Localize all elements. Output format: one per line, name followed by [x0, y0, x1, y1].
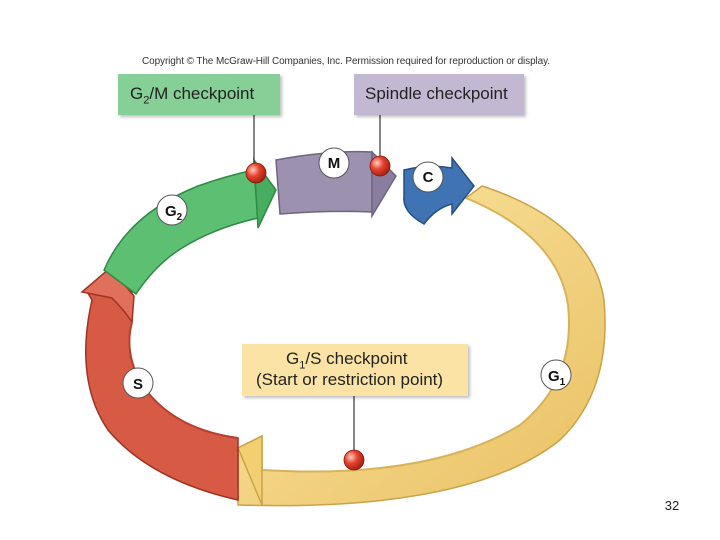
- g1s-checkpoint-label: G1/S checkpoint: [286, 349, 408, 372]
- svg-text:G2: G2: [165, 203, 183, 223]
- spindle-checkpoint-dot: [369, 155, 391, 177]
- phase-label-g2: G2: [156, 194, 188, 226]
- phase-label-c: C: [412, 161, 444, 193]
- copyright-notice: Copyright © The McGraw-Hill Companies, I…: [142, 56, 550, 67]
- g1s-checkpoint-dot: [343, 449, 365, 471]
- g2m-checkpoint-label: G2/M checkpoint: [130, 84, 255, 107]
- svg-text:M: M: [328, 155, 341, 172]
- page-number: 32: [664, 498, 680, 513]
- svg-text:G1: G1: [548, 368, 566, 388]
- phase-label-m: M: [318, 147, 350, 179]
- g2m-checkpoint-dot: [245, 162, 267, 184]
- g2m-checkpoint-box: G2/M checkpoint: [118, 74, 280, 115]
- spindle-checkpoint-box: Spindle checkpoint: [354, 74, 524, 115]
- s-phase-arrow: [80, 266, 239, 501]
- svg-text:C: C: [423, 169, 434, 186]
- g1-phase-arrow: [237, 185, 606, 507]
- phase-label-s: S: [122, 367, 154, 399]
- spindle-checkpoint-label: Spindle checkpoint: [365, 84, 508, 103]
- g1s-checkpoint-sublabel: (Start or restriction point): [256, 370, 444, 389]
- phase-label-g1: G1: [540, 359, 572, 391]
- svg-text:S: S: [133, 376, 143, 393]
- g1s-checkpoint-box: G1/S checkpoint (Start or restriction po…: [242, 344, 468, 396]
